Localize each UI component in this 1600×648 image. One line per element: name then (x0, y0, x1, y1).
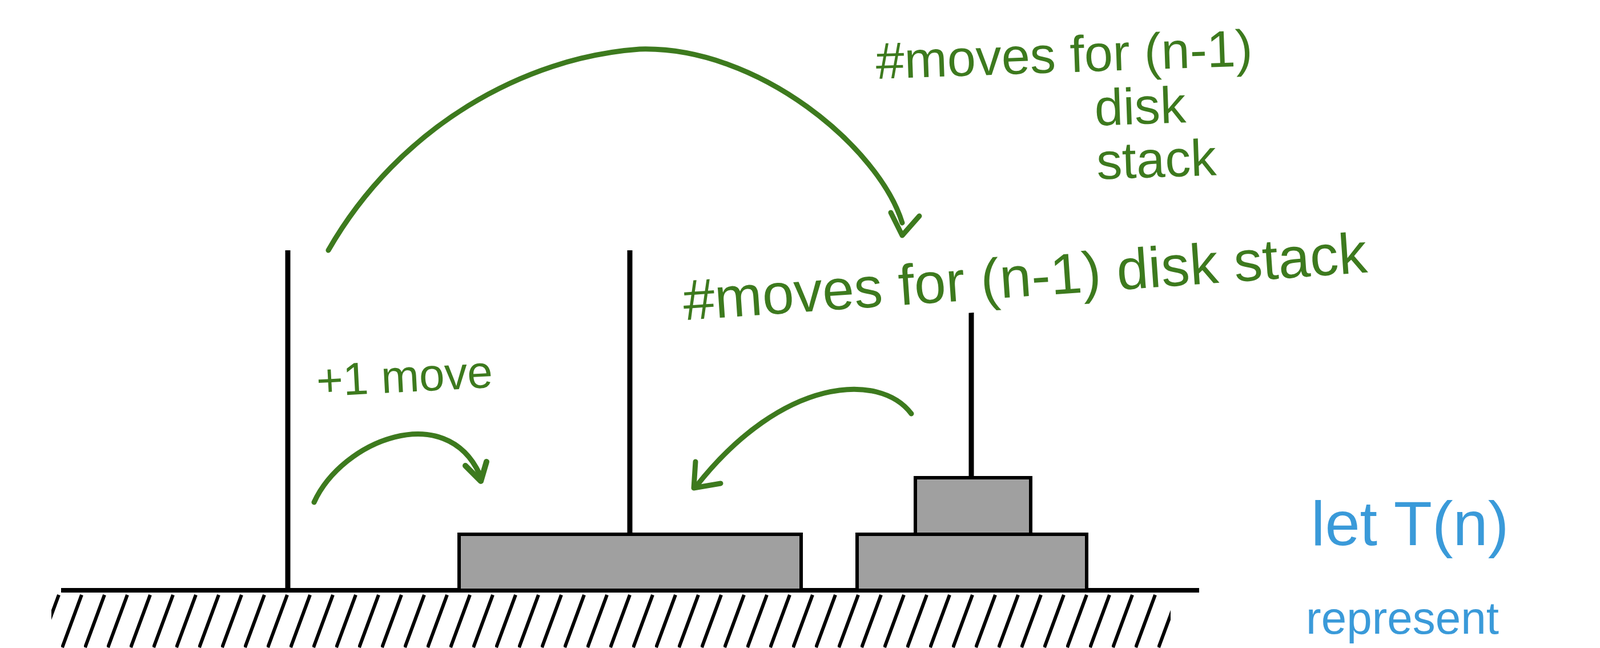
large-disk (459, 533, 802, 590)
ground-hatching (51, 591, 1171, 648)
move-arrow (328, 49, 903, 251)
note-single-move: +1 move (315, 347, 494, 405)
definition-text: let T(n) (1311, 489, 1509, 557)
peg (627, 250, 633, 534)
peg (285, 250, 291, 590)
note-middle: #moves for (n-1) disk stack (676, 219, 1374, 333)
arrow-head (465, 461, 487, 481)
note-upper: #moves for (n-1) disk stack (874, 19, 1314, 197)
move-arrow (314, 433, 480, 502)
small-disk (915, 477, 1031, 534)
move-arrow (696, 388, 912, 486)
medium-disk (857, 533, 1087, 590)
definition-text: represent (1305, 593, 1499, 642)
arrow-head (693, 461, 721, 488)
arrow-head (890, 212, 920, 236)
